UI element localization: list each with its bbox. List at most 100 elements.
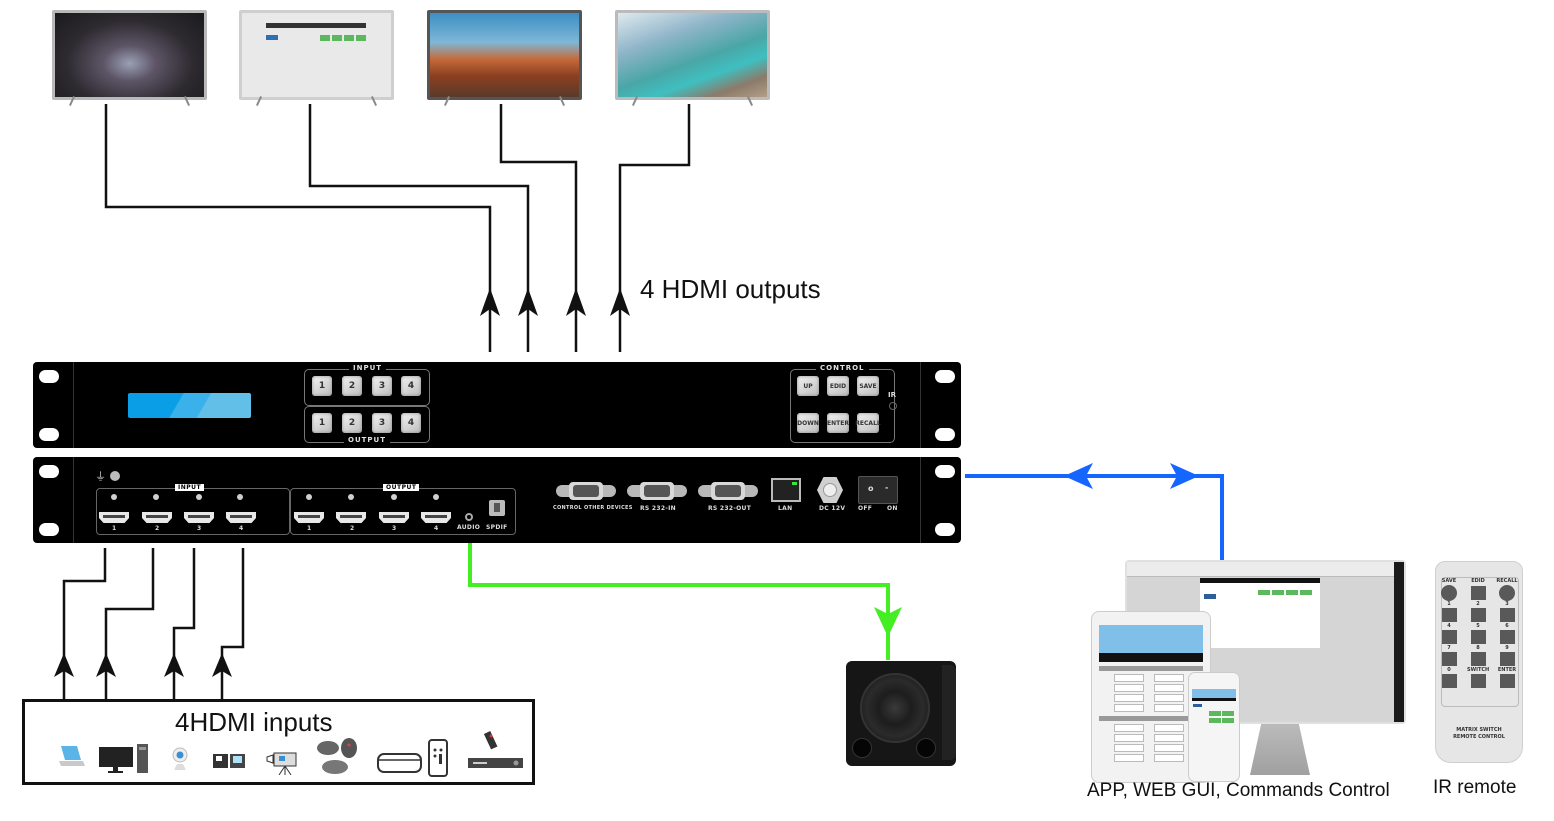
rs232-out-port[interactable]: [698, 481, 758, 501]
rs232-in-label: RS 232-IN: [640, 505, 676, 512]
remote-recall-button[interactable]: [1499, 585, 1515, 601]
remote-caption: IR remote: [1433, 777, 1517, 798]
remote-label-save: SAVE: [1441, 578, 1457, 584]
hdmi-output-port-3[interactable]: [379, 512, 409, 523]
media-player-icon: [213, 754, 245, 768]
webcam-icon: [172, 747, 188, 770]
remote-label: ENTER: [1497, 667, 1517, 673]
input-button-2[interactable]: 2: [342, 376, 362, 396]
hdmi-input-port-1[interactable]: [99, 512, 129, 523]
output-arrowheads: [480, 288, 630, 316]
output-button-4[interactable]: 4: [401, 413, 421, 433]
output-port-number: 3: [392, 525, 397, 532]
power-switch[interactable]: o -: [858, 476, 898, 504]
control-other-devices-port[interactable]: [556, 481, 616, 501]
remote-edid-button[interactable]: [1471, 586, 1486, 600]
subwoofer-speaker: [846, 661, 956, 766]
audio-label: AUDIO: [457, 524, 481, 531]
rs232-in-port[interactable]: [627, 481, 687, 501]
remote-title: MATRIX SWITCH REMOTE CONTROL: [1436, 727, 1522, 741]
remote-save-button[interactable]: [1441, 585, 1457, 601]
hdmi-input-port-3[interactable]: [184, 512, 214, 523]
on-label: ON: [887, 505, 898, 512]
hdmi-input-port-4[interactable]: [226, 512, 256, 523]
input-wire-1: [62, 548, 107, 699]
output-led-2: [348, 494, 354, 500]
remote-label: 3: [1505, 601, 1509, 607]
game-controllers-icon: [317, 738, 357, 774]
control-group-label: CONTROL: [816, 364, 869, 372]
remote-label: 1: [1447, 601, 1451, 607]
remote-label: SWITCH: [1467, 667, 1490, 673]
control-other-devices-label: CONTROL OTHER DEVICES: [553, 505, 633, 511]
audio-wire: [468, 542, 890, 660]
rear-input-label: INPUT: [175, 484, 205, 491]
output-group-label: OUTPUT: [344, 436, 390, 444]
remote-label: 4: [1447, 623, 1451, 629]
input-sources-box: 4HDMI inputs: [22, 699, 535, 785]
enter-button[interactable]: ENTER: [827, 413, 849, 433]
output-button-2[interactable]: 2: [342, 413, 362, 433]
hdmi-output-port-1[interactable]: [294, 512, 324, 523]
remote-label: 6: [1505, 623, 1509, 629]
remote-label: 5: [1476, 623, 1480, 629]
remote-button-2[interactable]: [1471, 608, 1486, 622]
desktop-pc-icon: [99, 744, 148, 773]
remote-button-4[interactable]: [1442, 630, 1457, 644]
input-port-number: 1: [112, 525, 117, 532]
remote-button-8[interactable]: [1471, 652, 1486, 666]
remote-button-5[interactable]: [1471, 630, 1486, 644]
input-arrow-3: [164, 653, 184, 677]
input-button-1[interactable]: 1: [312, 376, 332, 396]
phone-app: [1188, 672, 1240, 782]
input-arrow-4: [212, 653, 232, 677]
remote-switch-button[interactable]: [1471, 674, 1486, 688]
remote-label: 9: [1505, 645, 1509, 651]
remote-button-1[interactable]: [1442, 608, 1457, 622]
hdmi-input-port-2[interactable]: [142, 512, 172, 523]
output-port-number: 2: [350, 525, 355, 532]
input-button-4[interactable]: 4: [401, 376, 421, 396]
edid-button[interactable]: EDID: [827, 376, 849, 396]
input-port-number: 3: [197, 525, 202, 532]
hdmi-output-port-2[interactable]: [336, 512, 366, 523]
camera-tripod-icon: [266, 752, 297, 775]
output-button-3[interactable]: 3: [372, 413, 392, 433]
lan-port[interactable]: [771, 478, 801, 502]
input-button-3[interactable]: 3: [372, 376, 392, 396]
hdmi-output-port-4[interactable]: [421, 512, 451, 523]
remote-button-3[interactable]: [1500, 608, 1515, 622]
save-button[interactable]: SAVE: [857, 376, 879, 396]
hdmi-output-port-group: [290, 488, 516, 535]
input-port-number: 4: [239, 525, 244, 532]
remote-button-0[interactable]: [1442, 674, 1457, 688]
tv-display-4: [615, 10, 770, 106]
recall-button[interactable]: RECALL: [855, 413, 881, 433]
input-group-label: INPUT: [349, 364, 387, 372]
remote-enter-button[interactable]: [1500, 674, 1515, 688]
inputs-label: 4HDMI inputs: [175, 707, 333, 737]
remote-label-recall: RECALL: [1496, 578, 1518, 584]
up-button[interactable]: UP: [797, 376, 819, 396]
input-wire-4: [220, 548, 245, 699]
output-wire-2: [308, 104, 530, 352]
remote-title-line-1: MATRIX SWITCH: [1456, 727, 1502, 733]
control-caption: APP, WEB GUI, Commands Control: [1087, 780, 1390, 801]
remote-title-line-2: REMOTE CONTROL: [1453, 734, 1505, 740]
remote-label: 0: [1447, 667, 1451, 673]
spdif-port[interactable]: [489, 500, 505, 516]
output-button-1[interactable]: 1: [312, 413, 332, 433]
lan-wire: [965, 474, 1224, 560]
monitor-stand: [1250, 720, 1310, 775]
output-wire-3: [499, 104, 578, 352]
spdif-label: SPDIF: [486, 524, 508, 531]
ground-screw-icon: [110, 471, 120, 481]
remote-button-7[interactable]: [1442, 652, 1457, 666]
output-arrow-1: [480, 288, 500, 316]
remote-label-edid: EDID: [1471, 578, 1485, 584]
audio-jack[interactable]: [465, 513, 473, 521]
down-button[interactable]: DOWN: [797, 413, 819, 433]
remote-button-6[interactable]: [1500, 630, 1515, 644]
output-arrow-3: [566, 288, 586, 316]
remote-button-9[interactable]: [1500, 652, 1515, 666]
